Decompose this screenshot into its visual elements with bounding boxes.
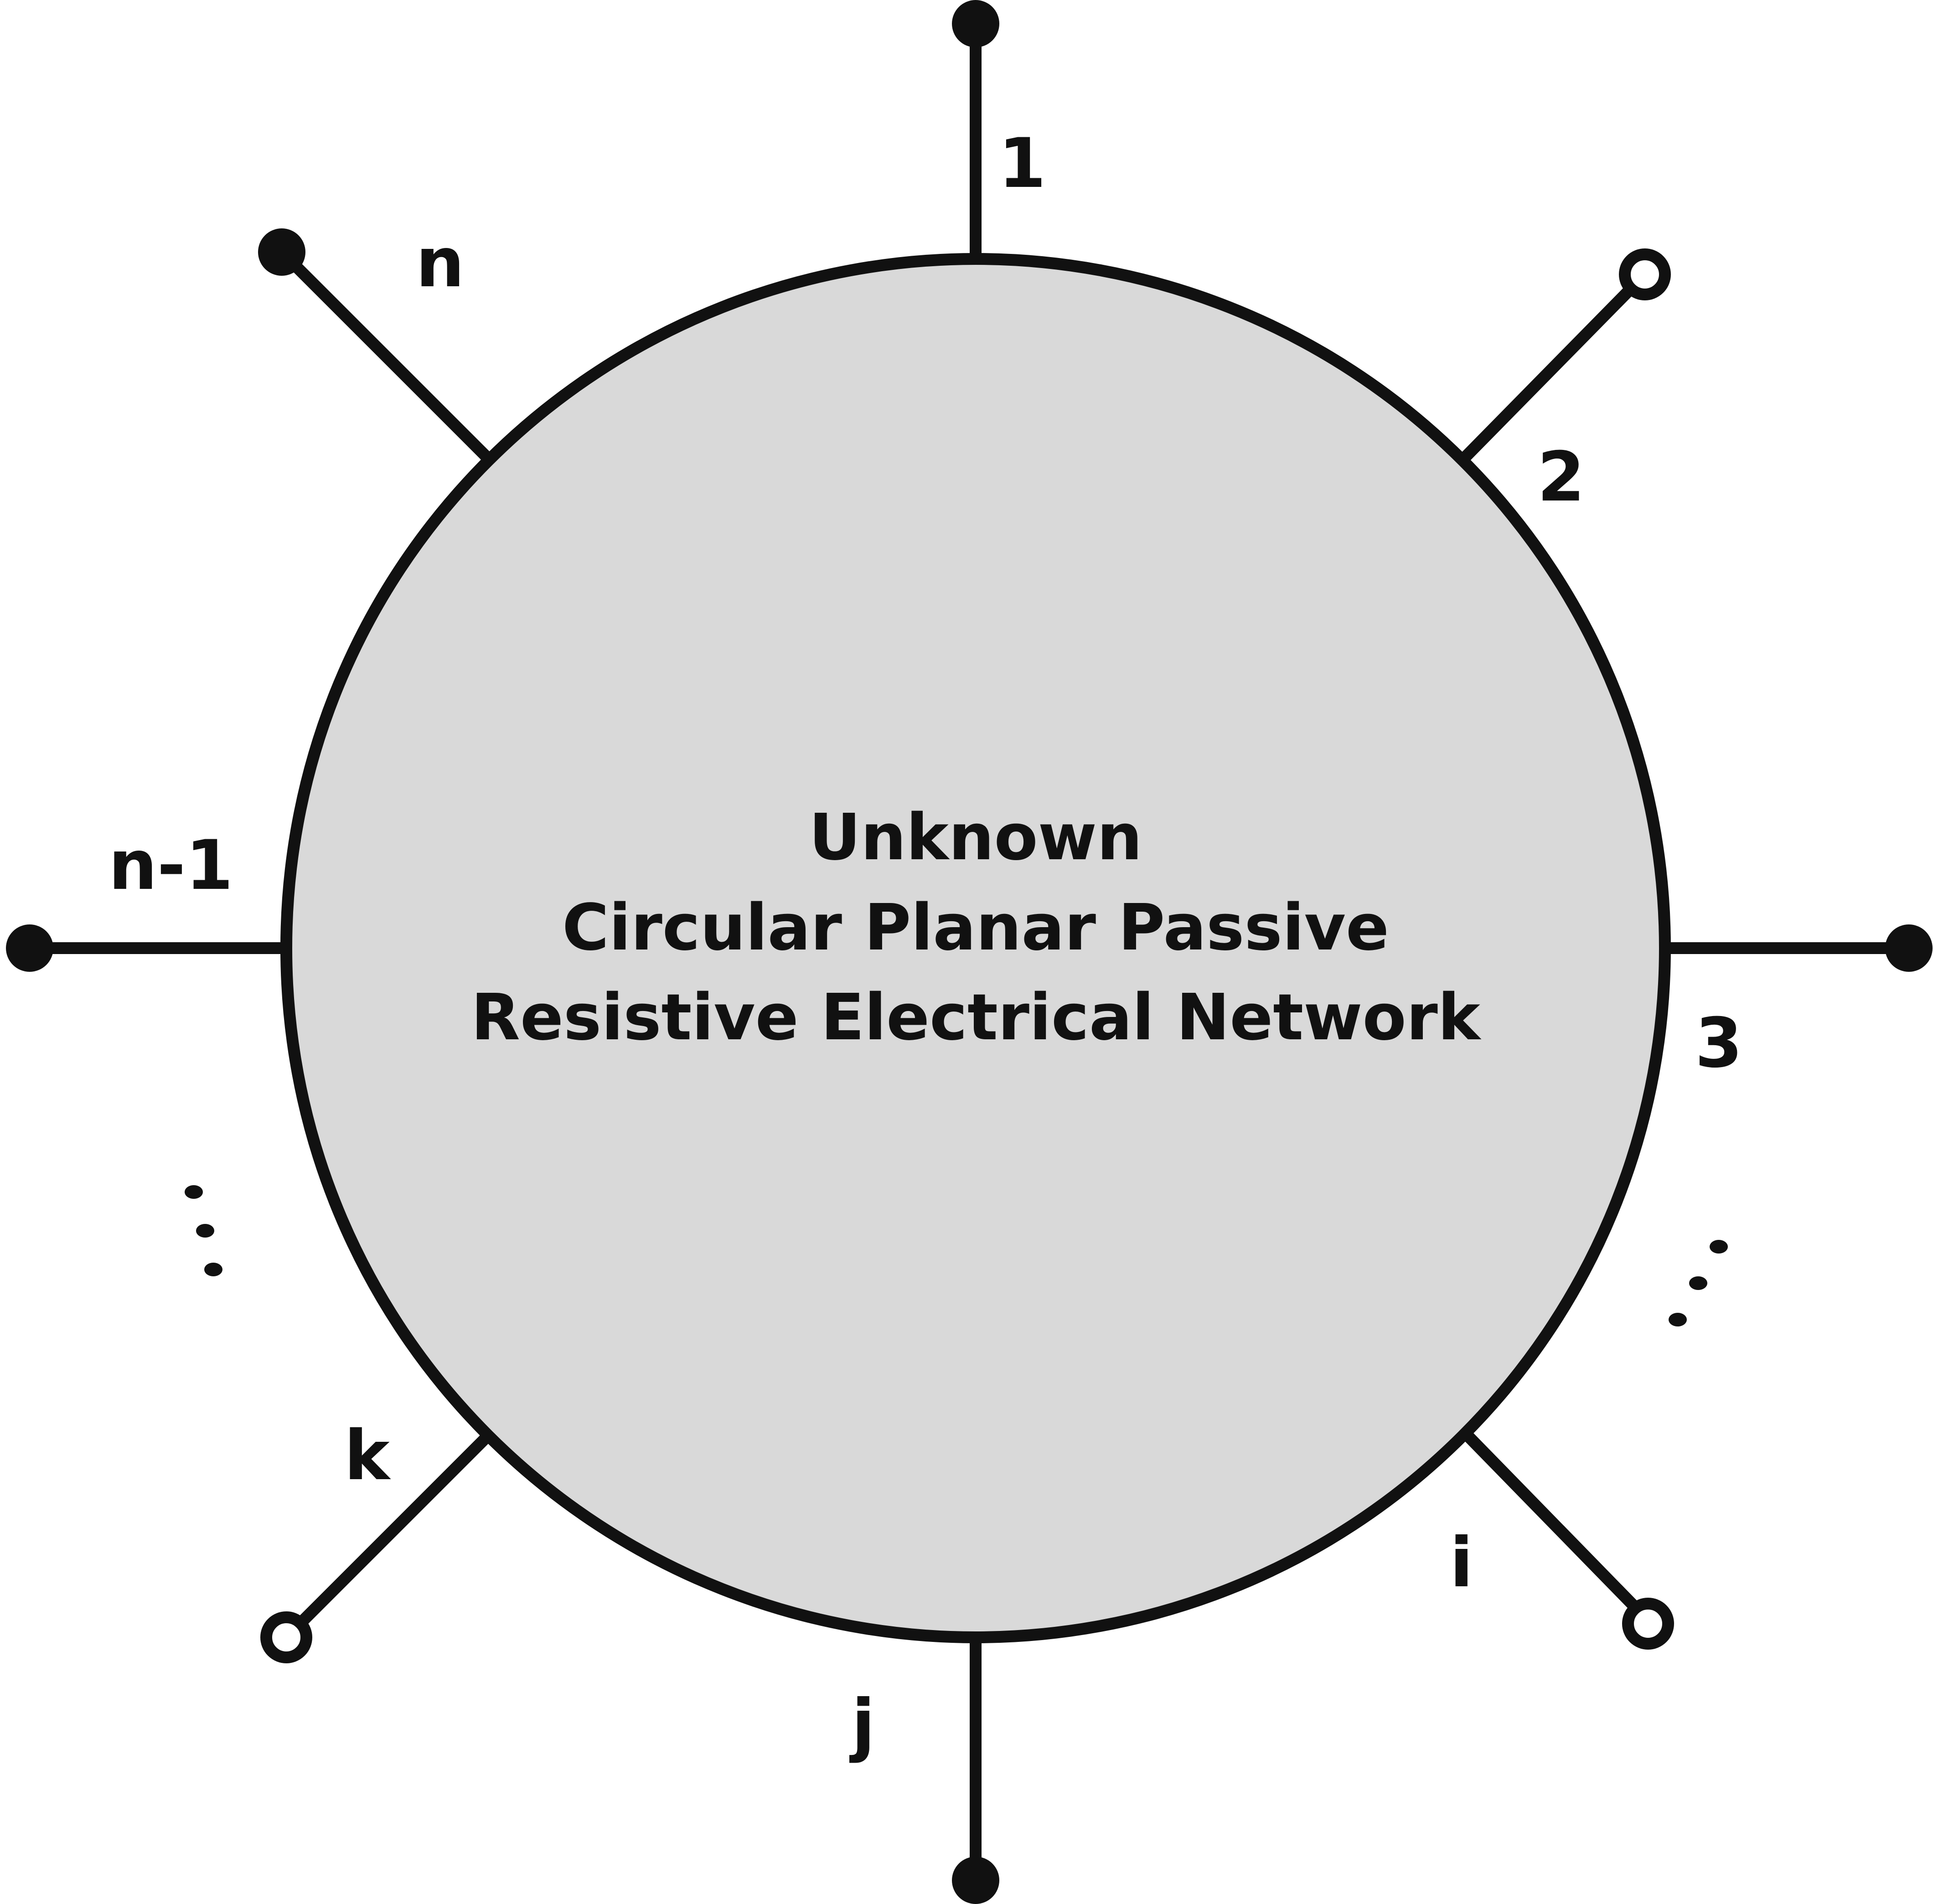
title-line-2: Circular Planar Passive	[562, 891, 1389, 965]
ellipsis-left	[185, 1185, 222, 1276]
ellipsis-dot	[1710, 1240, 1728, 1254]
terminal-node-n-1[interactable]	[6, 924, 53, 972]
terminal-label-i: i	[1450, 1523, 1473, 1603]
terminal-node-1[interactable]	[952, 0, 999, 47]
terminal-node-n[interactable]	[258, 228, 305, 276]
terminal-label-j: j	[849, 1685, 875, 1765]
network-title: Unknown Circular Planar Passive Resistiv…	[471, 800, 1482, 1055]
ellipsis-dot	[1669, 1313, 1687, 1326]
lead-k	[282, 1427, 497, 1642]
lead-2	[1457, 270, 1649, 466]
terminal-labels: 1 2 3 i j k n-1 n	[109, 124, 1742, 1765]
terminal-node-2[interactable]	[1619, 248, 1671, 300]
terminal-label-3: 3	[1695, 1004, 1742, 1083]
terminal-node-k[interactable]	[260, 1611, 312, 1663]
ellipsis-dot	[196, 1224, 214, 1238]
terminal-node-j[interactable]	[952, 1857, 999, 1904]
terminal-label-n: n	[416, 223, 465, 303]
ellipsis-dot	[1689, 1276, 1707, 1290]
terminal-leads	[30, 25, 1908, 1880]
terminal-label-n-1: n-1	[109, 826, 233, 905]
title-line-3: Resistive Electrical Network	[471, 980, 1482, 1055]
lead-n	[277, 248, 492, 463]
terminal-label-k: k	[344, 1416, 391, 1496]
terminal-node-i[interactable]	[1622, 1598, 1674, 1650]
terminal-nodes	[6, 0, 1933, 1904]
network-circle	[280, 253, 1671, 1643]
lead-i	[1459, 1427, 1653, 1625]
ellipsis-dot	[204, 1263, 222, 1276]
terminal-node-3[interactable]	[1885, 924, 1933, 972]
terminal-label-1: 1	[998, 124, 1046, 203]
ellipsis-dot	[185, 1185, 203, 1199]
ellipsis-right	[1669, 1240, 1728, 1326]
terminal-label-2: 2	[1537, 438, 1585, 517]
title-line-1: Unknown	[809, 800, 1142, 875]
